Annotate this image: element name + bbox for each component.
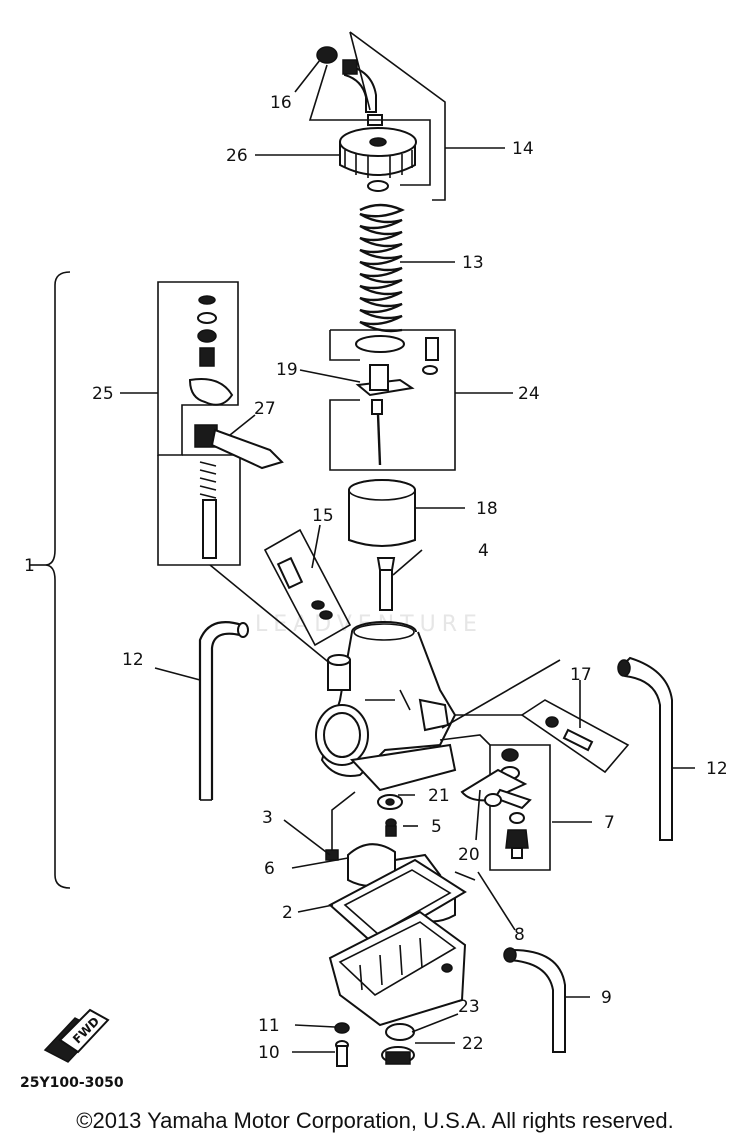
pilot-screw-15 — [263, 528, 352, 647]
callout-14: 14 — [512, 139, 534, 159]
starter-assembly-25 — [157, 281, 333, 666]
float-bowl — [328, 910, 467, 1027]
callout-15: 15 — [312, 506, 334, 526]
drawing-code: 25Y100-3050 — [20, 1075, 124, 1091]
callout-26: 26 — [226, 146, 248, 166]
callout-labels: 1 2 3 4 5 6 7 8 9 10 11 12 12 13 14 15 1… — [24, 93, 728, 1063]
callout-2: 2 — [282, 903, 293, 923]
bracket-1 — [44, 271, 71, 889]
callout-23: 23 — [458, 997, 480, 1017]
callout-21: 21 — [428, 786, 450, 806]
air-screw-17 — [455, 699, 630, 774]
carburetor-body — [315, 621, 457, 792]
callout-9: 9 — [601, 988, 612, 1008]
callout-16: 16 — [270, 93, 292, 113]
copyright-footer: ©2013 Yamaha Motor Corporation, U.S.A. A… — [76, 1108, 674, 1133]
callout-13: 13 — [462, 253, 484, 273]
hose-9 — [503, 947, 566, 1053]
callout-20: 20 — [458, 845, 480, 865]
callout-25: 25 — [92, 384, 114, 404]
callout-7: 7 — [604, 813, 615, 833]
callout-17: 17 — [570, 665, 592, 685]
throttle-stop-assembly-7 — [439, 659, 561, 871]
callout-24: 24 — [518, 384, 540, 404]
needle-holder-assembly — [329, 329, 456, 471]
spring-13 — [355, 203, 405, 353]
drain-parts — [334, 1022, 415, 1067]
callout-27: 27 — [254, 399, 276, 419]
gasket-2 — [328, 858, 476, 947]
callout-3: 3 — [262, 808, 273, 828]
callout-10: 10 — [258, 1043, 280, 1063]
needle-jet-4 — [376, 557, 396, 611]
callout-12-right: 12 — [706, 759, 728, 779]
callout-5: 5 — [431, 817, 442, 837]
callout-19: 19 — [276, 360, 298, 380]
cap-assembly — [308, 31, 446, 201]
callout-6: 6 — [264, 859, 275, 879]
callout-4: 4 — [478, 541, 489, 561]
callout-22: 22 — [462, 1034, 484, 1054]
callout-12-left: 12 — [122, 650, 144, 670]
forward-indicator: FWD — [43, 1008, 110, 1063]
hose-12-right — [617, 656, 673, 841]
callout-1: 1 — [24, 556, 35, 576]
callout-18: 18 — [476, 499, 498, 519]
leader-lines — [30, 59, 695, 1053]
hose-12-left — [198, 621, 249, 801]
callout-11: 11 — [258, 1016, 280, 1036]
small-jets — [325, 791, 403, 861]
callout-8: 8 — [514, 925, 525, 945]
throttle-valve-18 — [348, 479, 416, 547]
